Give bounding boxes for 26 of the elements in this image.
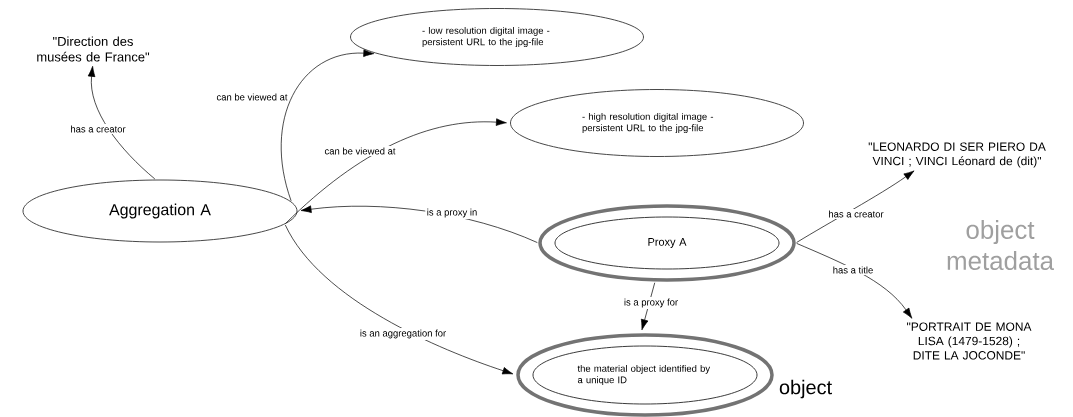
arrow: [796, 170, 915, 243]
edge-label: is a proxy in: [425, 207, 479, 219]
double-ellipse-node: the material object identified by a unique ID: [516, 333, 774, 417]
edge-label: is an aggregation for: [358, 328, 448, 340]
edge-label: is a proxy for: [622, 297, 680, 309]
edge-label: can be viewed at: [215, 92, 289, 102]
quoted-text: "LEONARDO DI SER PIERO DA VINCI ; VINCI Léonard de (dit)": [868, 142, 1046, 168]
node-label: object: [779, 379, 832, 399]
arrow: [300, 205, 538, 243]
arrow: [285, 118, 507, 224]
arrow: [87, 65, 156, 180]
section-label: object metadata: [947, 219, 1054, 271]
quoted-text: "PORTRAIT DE MONA LISA (1479-1528) ; DITE LA JOCONDE": [907, 322, 1032, 360]
ellipse-node: - low resolution digital image - persistent URL to the jpg-file: [350, 8, 644, 66]
arrow: [640, 282, 656, 331]
edge-label: can be viewed at: [323, 146, 397, 156]
ellipse-node: Aggregation A: [22, 179, 298, 243]
quoted-text: "Direction des musées de France": [37, 36, 150, 62]
arrow: [796, 243, 913, 319]
edge-label: has a creator: [826, 209, 886, 219]
edge-label: has a title: [831, 265, 875, 275]
double-ellipse-node: Proxy A: [538, 204, 796, 282]
arrow: [280, 49, 375, 202]
arrow: [284, 224, 514, 375]
edge-label: has a creator: [68, 124, 128, 134]
ellipse-node: - high resolution digital image - persistent URL to the jpg-file: [510, 89, 804, 157]
